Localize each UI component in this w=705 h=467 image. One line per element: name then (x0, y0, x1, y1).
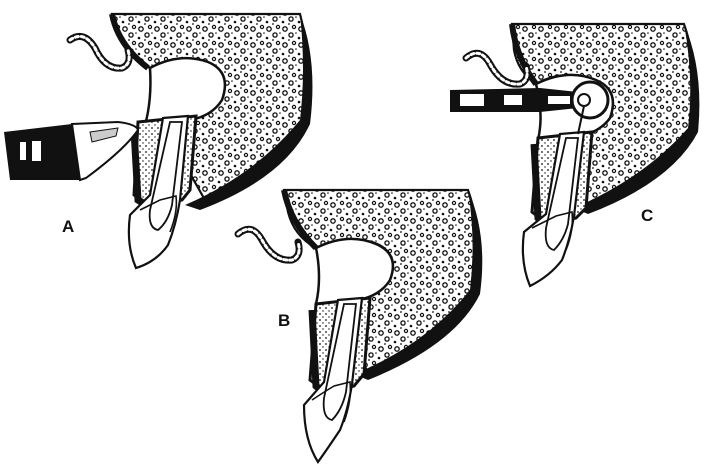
instrument-a (4, 124, 80, 180)
panel-c (450, 24, 699, 286)
panel-label-c: C (641, 207, 653, 224)
panel-label-a: A (62, 218, 74, 235)
mucosa-b (238, 229, 299, 260)
panel-label-b: B (278, 312, 290, 329)
panel-a (4, 14, 312, 268)
panel-b (238, 190, 482, 462)
